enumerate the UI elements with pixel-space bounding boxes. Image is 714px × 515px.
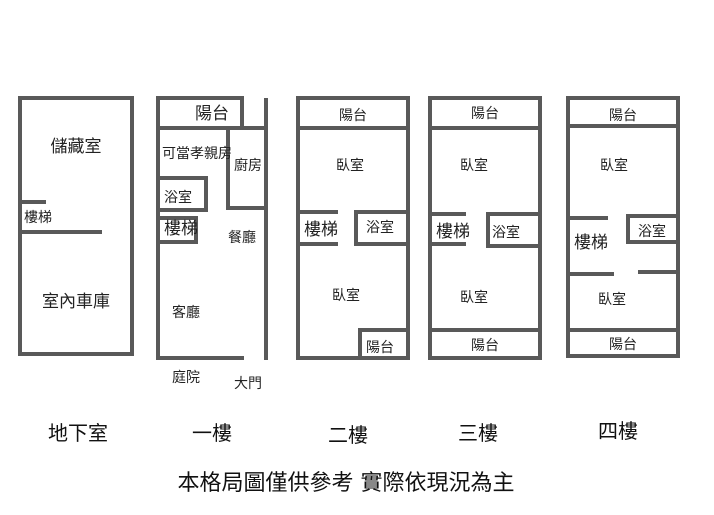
third-bathroom-wall: [486, 212, 542, 248]
first-kitchen-label: 廚房: [234, 157, 262, 174]
first-courtyard-label: 庭院: [172, 369, 200, 386]
basement-storage-label: 儲藏室: [51, 137, 102, 157]
second-bathroom-wall: [354, 210, 410, 246]
first-floor-label: 一樓: [192, 421, 232, 445]
second-balcony-bottom-wall: [358, 328, 410, 360]
first-kitchen-wall: [226, 126, 268, 210]
third-bedroom-top-label: 臥室: [460, 157, 488, 174]
second-bedroom-bottom-label: 臥室: [332, 287, 360, 304]
second-floor-label: 二樓: [328, 423, 368, 447]
second-bedroom-top-label: 臥室: [336, 157, 364, 174]
first-bathroom-label: 浴室: [164, 189, 192, 206]
first-main-door-label: 大門: [234, 376, 262, 392]
second-stair-wall: [296, 210, 338, 246]
basement-outer-wall: [18, 96, 134, 356]
second-bathroom-label: 浴室: [366, 219, 394, 236]
second-balcony-top-label: 陽台: [339, 108, 367, 124]
third-bedroom-bottom-label: 臥室: [460, 289, 488, 306]
fourth-stairs-label: 樓梯: [574, 233, 608, 253]
first-stairs-label: 樓梯: [164, 219, 198, 239]
basement-stairs-label: 樓梯: [24, 210, 52, 226]
third-floor-label: 三樓: [458, 421, 498, 445]
fourth-stair-wall: [566, 216, 614, 276]
second-floor-plan: 陽台 臥室 樓梯 浴室 臥室 陽台: [296, 96, 410, 360]
fourth-balcony-top-label: 陽台: [609, 108, 637, 124]
second-balcony-bottom-label: 陽台: [366, 340, 394, 356]
first-elder-room-label: 可當孝親房: [162, 146, 232, 162]
fourth-floor-label: 四樓: [598, 419, 638, 443]
fourth-balcony-bottom-label: 陽台: [609, 337, 637, 353]
second-stairs-label: 樓梯: [304, 220, 338, 240]
first-stair-wall: [156, 216, 198, 244]
third-outer-wall: [428, 96, 542, 360]
first-balcony-label: 陽台: [195, 104, 229, 124]
fourth-bedroom-top-label: 臥室: [600, 157, 628, 174]
basement-floor-label: 地下室: [48, 421, 108, 445]
fourth-floor-plan: 陽台 臥室 樓梯 浴室 臥室 陽台: [566, 96, 680, 358]
first-bathroom-wall: [156, 176, 208, 212]
third-bathroom-label: 浴室: [492, 224, 520, 241]
third-stairs-label: 樓梯: [436, 222, 470, 242]
fourth-bathroom-wall: [626, 214, 680, 244]
fourth-bedroom-bottom-label: 臥室: [598, 291, 626, 308]
fourth-bathroom-label: 浴室: [638, 223, 666, 240]
first-floor-plan: 陽台 可當孝親房 廚房 浴室 樓梯 餐廳 客廳 庭院 大門: [156, 96, 268, 392]
first-dining-label: 餐廳: [228, 229, 256, 246]
first-living-label: 客廳: [172, 304, 200, 321]
basement-plan: 儲藏室 樓梯 室內車庫: [18, 96, 134, 356]
fourth-outer-wall: [566, 96, 680, 358]
disclaimer-text: 本格局圖僅供參考 實際依現況為主: [178, 471, 515, 496]
third-floor-plan: 陽台 臥室 樓梯 浴室 臥室 陽台: [428, 96, 542, 360]
third-stair-wall: [428, 212, 466, 246]
second-outer-wall: [296, 96, 410, 360]
third-balcony-bottom-label: 陽台: [471, 338, 499, 354]
basement-garage-label: 室內車庫: [42, 292, 110, 312]
first-outer-wall-left-top: [156, 96, 244, 360]
third-balcony-top-label: 陽台: [471, 106, 499, 122]
